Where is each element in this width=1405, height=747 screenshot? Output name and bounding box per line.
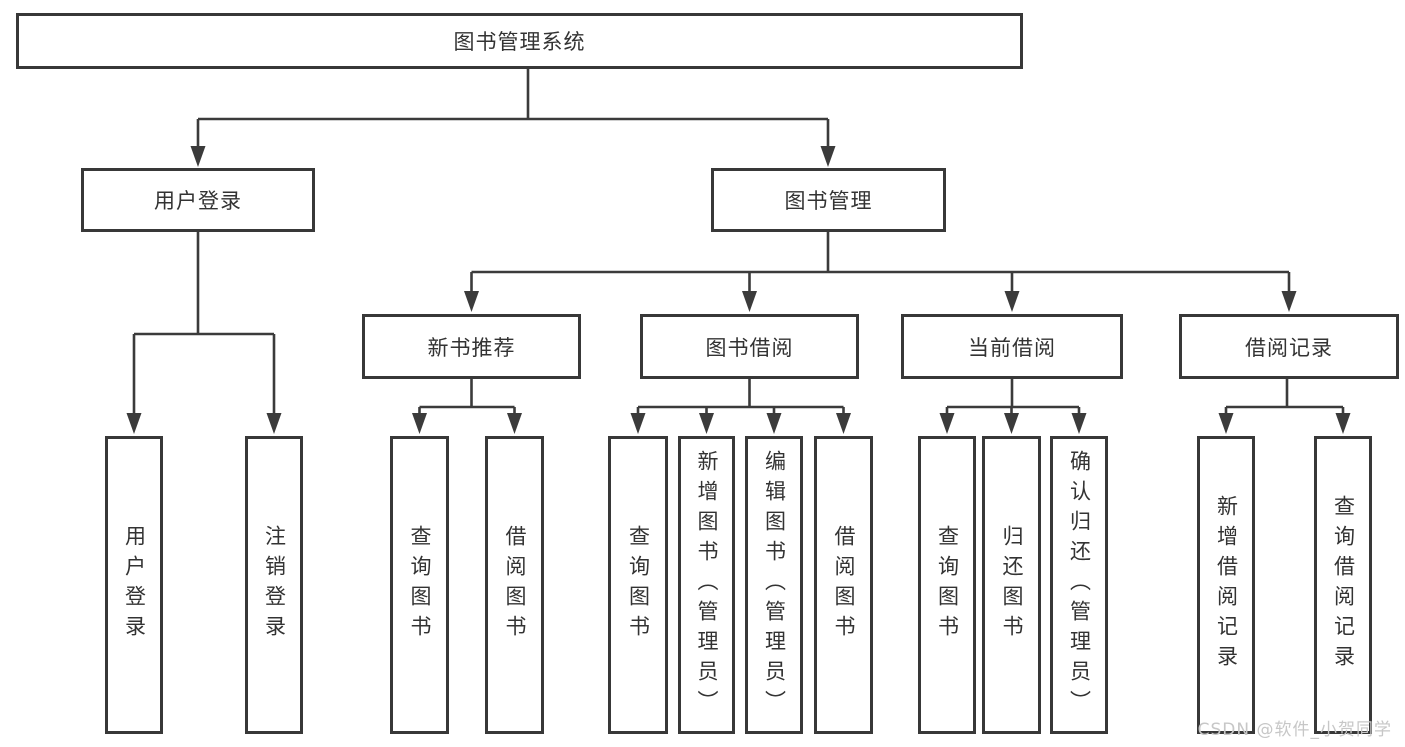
leaf-return-book: 归还图书 [982, 436, 1041, 734]
leaf-borrow-book: 借阅图书 [814, 436, 873, 734]
arrow-down-icon [464, 291, 479, 312]
leaf-label: 借阅图书 [503, 525, 527, 645]
node-book-management: 图书管理 [711, 168, 946, 232]
leaf-label: 查询图书 [626, 525, 651, 645]
arrow-down-icon [699, 413, 714, 434]
node-borrowing-records: 借阅记录 [1179, 314, 1399, 379]
edge-root-to-level1 [196, 69, 830, 150]
node-user-login: 用户登录 [81, 168, 315, 232]
arrow-down-icon [1004, 291, 1020, 312]
arrow-down-icon [1004, 413, 1019, 434]
node-library-management-system: 图书管理系统 [16, 13, 1023, 69]
edge-book-borrowing-to-leaves [636, 379, 845, 417]
leaf-logout-login: 注销登录 [245, 436, 303, 734]
leaf-edit-book-admin: 编辑图书（管理员） [745, 436, 803, 734]
node-new-book-recommendation: 新书推荐 [362, 314, 581, 379]
leaf-label: 归还图书 [1000, 525, 1024, 645]
edge-book-management-to-level2 [470, 232, 1291, 295]
edge-new-book-recommendation-to-leaves [418, 379, 516, 417]
arrow-down-icon [836, 413, 851, 434]
edge-borrowing-records-to-leaves [1224, 379, 1345, 417]
arrow-down-icon [820, 146, 836, 167]
leaf-query-book-current: 查询图书 [918, 436, 976, 734]
edge-user-login-to-leaves [132, 232, 276, 417]
arrow-down-icon [126, 413, 142, 434]
leaf-query-book-borrow: 查询图书 [608, 436, 668, 734]
leaf-label: 新增图书（管理员） [695, 450, 719, 720]
leaf-query-book-recommend: 查询图书 [390, 436, 449, 734]
node-current-borrowing: 当前借阅 [901, 314, 1123, 379]
arrow-down-icon [1071, 413, 1087, 434]
arrow-down-icon [939, 413, 955, 434]
leaf-query-borrow-record: 查询借阅记录 [1314, 436, 1372, 734]
leaf-user-login: 用户登录 [105, 436, 163, 734]
arrow-down-icon [1218, 413, 1234, 434]
leaf-add-book-admin: 新增图书（管理员） [678, 436, 735, 734]
arrow-down-icon [507, 413, 522, 434]
arrow-down-icon [1281, 291, 1297, 312]
leaf-label: 新增借阅记录 [1214, 495, 1239, 675]
arrow-down-icon [742, 291, 757, 312]
arrow-down-icon [630, 413, 646, 434]
leaf-borrow-book-recommend: 借阅图书 [485, 436, 544, 734]
leaf-label: 确认归还（管理员） [1067, 450, 1092, 720]
leaf-label: 注销登录 [262, 525, 287, 645]
node-book-borrowing: 图书借阅 [640, 314, 859, 379]
watermark: CSDN @软件_小贺同学 [1197, 720, 1392, 740]
edge-current-borrowing-to-leaves [945, 379, 1081, 417]
leaf-label: 用户登录 [122, 525, 147, 645]
leaf-label: 编辑图书（管理员） [762, 450, 787, 720]
arrow-down-icon [266, 413, 282, 434]
arrow-down-icon [1335, 413, 1351, 434]
arrow-down-icon [190, 146, 206, 167]
leaf-confirm-return-admin: 确认归还（管理员） [1050, 436, 1108, 734]
arrow-down-icon [766, 413, 782, 434]
leaf-label: 查询图书 [408, 525, 432, 645]
arrow-down-icon [412, 413, 427, 434]
leaf-label: 查询图书 [935, 525, 960, 645]
leaf-add-borrow-record: 新增借阅记录 [1197, 436, 1255, 734]
leaf-label: 借阅图书 [832, 525, 856, 645]
leaf-label: 查询借阅记录 [1331, 495, 1356, 675]
